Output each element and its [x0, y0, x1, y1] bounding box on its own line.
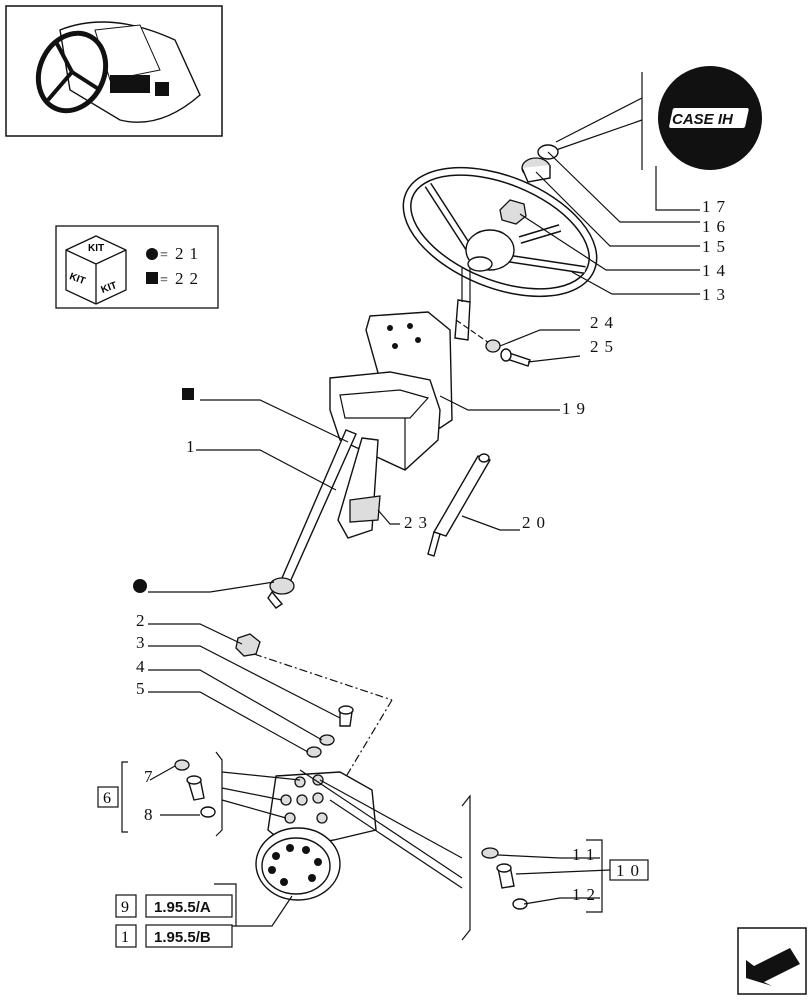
support-bracket	[329, 311, 453, 471]
callout-10: 10	[616, 861, 645, 880]
callout-labels: 17 16 15 14 13 24 25 19 23 20 1 2 3 4 5 …	[136, 197, 731, 904]
callout-4: 4	[136, 657, 151, 676]
circle-symbol	[146, 248, 158, 260]
ref-b: 1.95.5/B	[154, 929, 211, 946]
bolt-25	[500, 348, 531, 367]
square-symbol	[146, 272, 158, 284]
fitting-6	[186, 775, 205, 801]
box-6: 6	[97, 786, 119, 808]
callout-20: 20	[522, 513, 551, 532]
svg-text:=: =	[160, 248, 168, 263]
callout-9: 9	[121, 899, 129, 916]
case-ih-logo: CASE IH	[658, 66, 762, 170]
callout-23: 23	[404, 513, 433, 532]
wheel-nut	[499, 199, 527, 225]
kit-word-left: KIT	[68, 271, 87, 287]
square-kit-marker	[182, 388, 194, 400]
callout-7: 7	[144, 767, 159, 786]
shaft-spline	[267, 590, 284, 609]
fitting-10	[496, 863, 515, 889]
previous-page-arrow-icon	[746, 948, 800, 986]
callout-1: 1	[186, 437, 201, 456]
callout-24: 24	[590, 313, 619, 332]
callout-25: 25	[590, 337, 619, 356]
washer-4	[319, 734, 335, 746]
seal-7	[174, 759, 190, 771]
callout-8: 8	[144, 805, 159, 824]
leader-lines	[121, 151, 700, 941]
callout-5: 5	[136, 679, 151, 698]
steering-shaft	[281, 429, 381, 583]
callout-11: 11	[572, 845, 600, 864]
steering-wheel	[402, 166, 598, 298]
nut-2	[235, 633, 261, 657]
kit-word-right: KIT	[100, 280, 119, 296]
callout-13: 13	[702, 285, 731, 304]
callout-16: 16	[702, 217, 731, 236]
kit-legend: KIT KIT KIT = 21 = 22	[55, 225, 219, 309]
ref-row-b: 1 1.95.5/B	[115, 924, 233, 948]
square-ref: 22	[175, 269, 204, 288]
callout-2: 2	[136, 611, 151, 630]
ref-a: 1.95.5/A	[154, 899, 211, 916]
column-upper	[454, 268, 471, 341]
callout-1-bottom: 1	[121, 929, 129, 946]
callout-17: 17	[702, 197, 731, 216]
callout-6: 6	[103, 790, 111, 807]
previous-page-button[interactable]	[737, 927, 807, 995]
washer-24	[485, 339, 501, 353]
callout-3: 3	[136, 633, 151, 652]
box-10: 10	[609, 859, 649, 881]
bolt-3	[338, 705, 354, 727]
cap-holder	[521, 157, 551, 183]
logo-text: CASE IH	[672, 111, 734, 128]
circle-kit-marker	[133, 579, 147, 593]
o-ring-8	[200, 806, 216, 818]
callout-15: 15	[702, 237, 731, 256]
callout-19: 19	[562, 399, 591, 418]
kit-word-top: KIT	[88, 243, 104, 254]
seal-11	[481, 847, 499, 859]
ref-row-a: 9 1.95.5/A	[115, 894, 233, 918]
gas-strut	[427, 453, 492, 557]
svg-text:=: =	[160, 273, 168, 288]
circle-ref: 21	[175, 244, 204, 263]
shaft-bushing	[269, 577, 295, 595]
callout-12: 12	[572, 885, 601, 904]
callout-14: 14	[702, 261, 731, 280]
thumbnail-view	[5, 5, 223, 137]
washer-5	[306, 746, 322, 758]
steering-unit	[255, 771, 377, 901]
